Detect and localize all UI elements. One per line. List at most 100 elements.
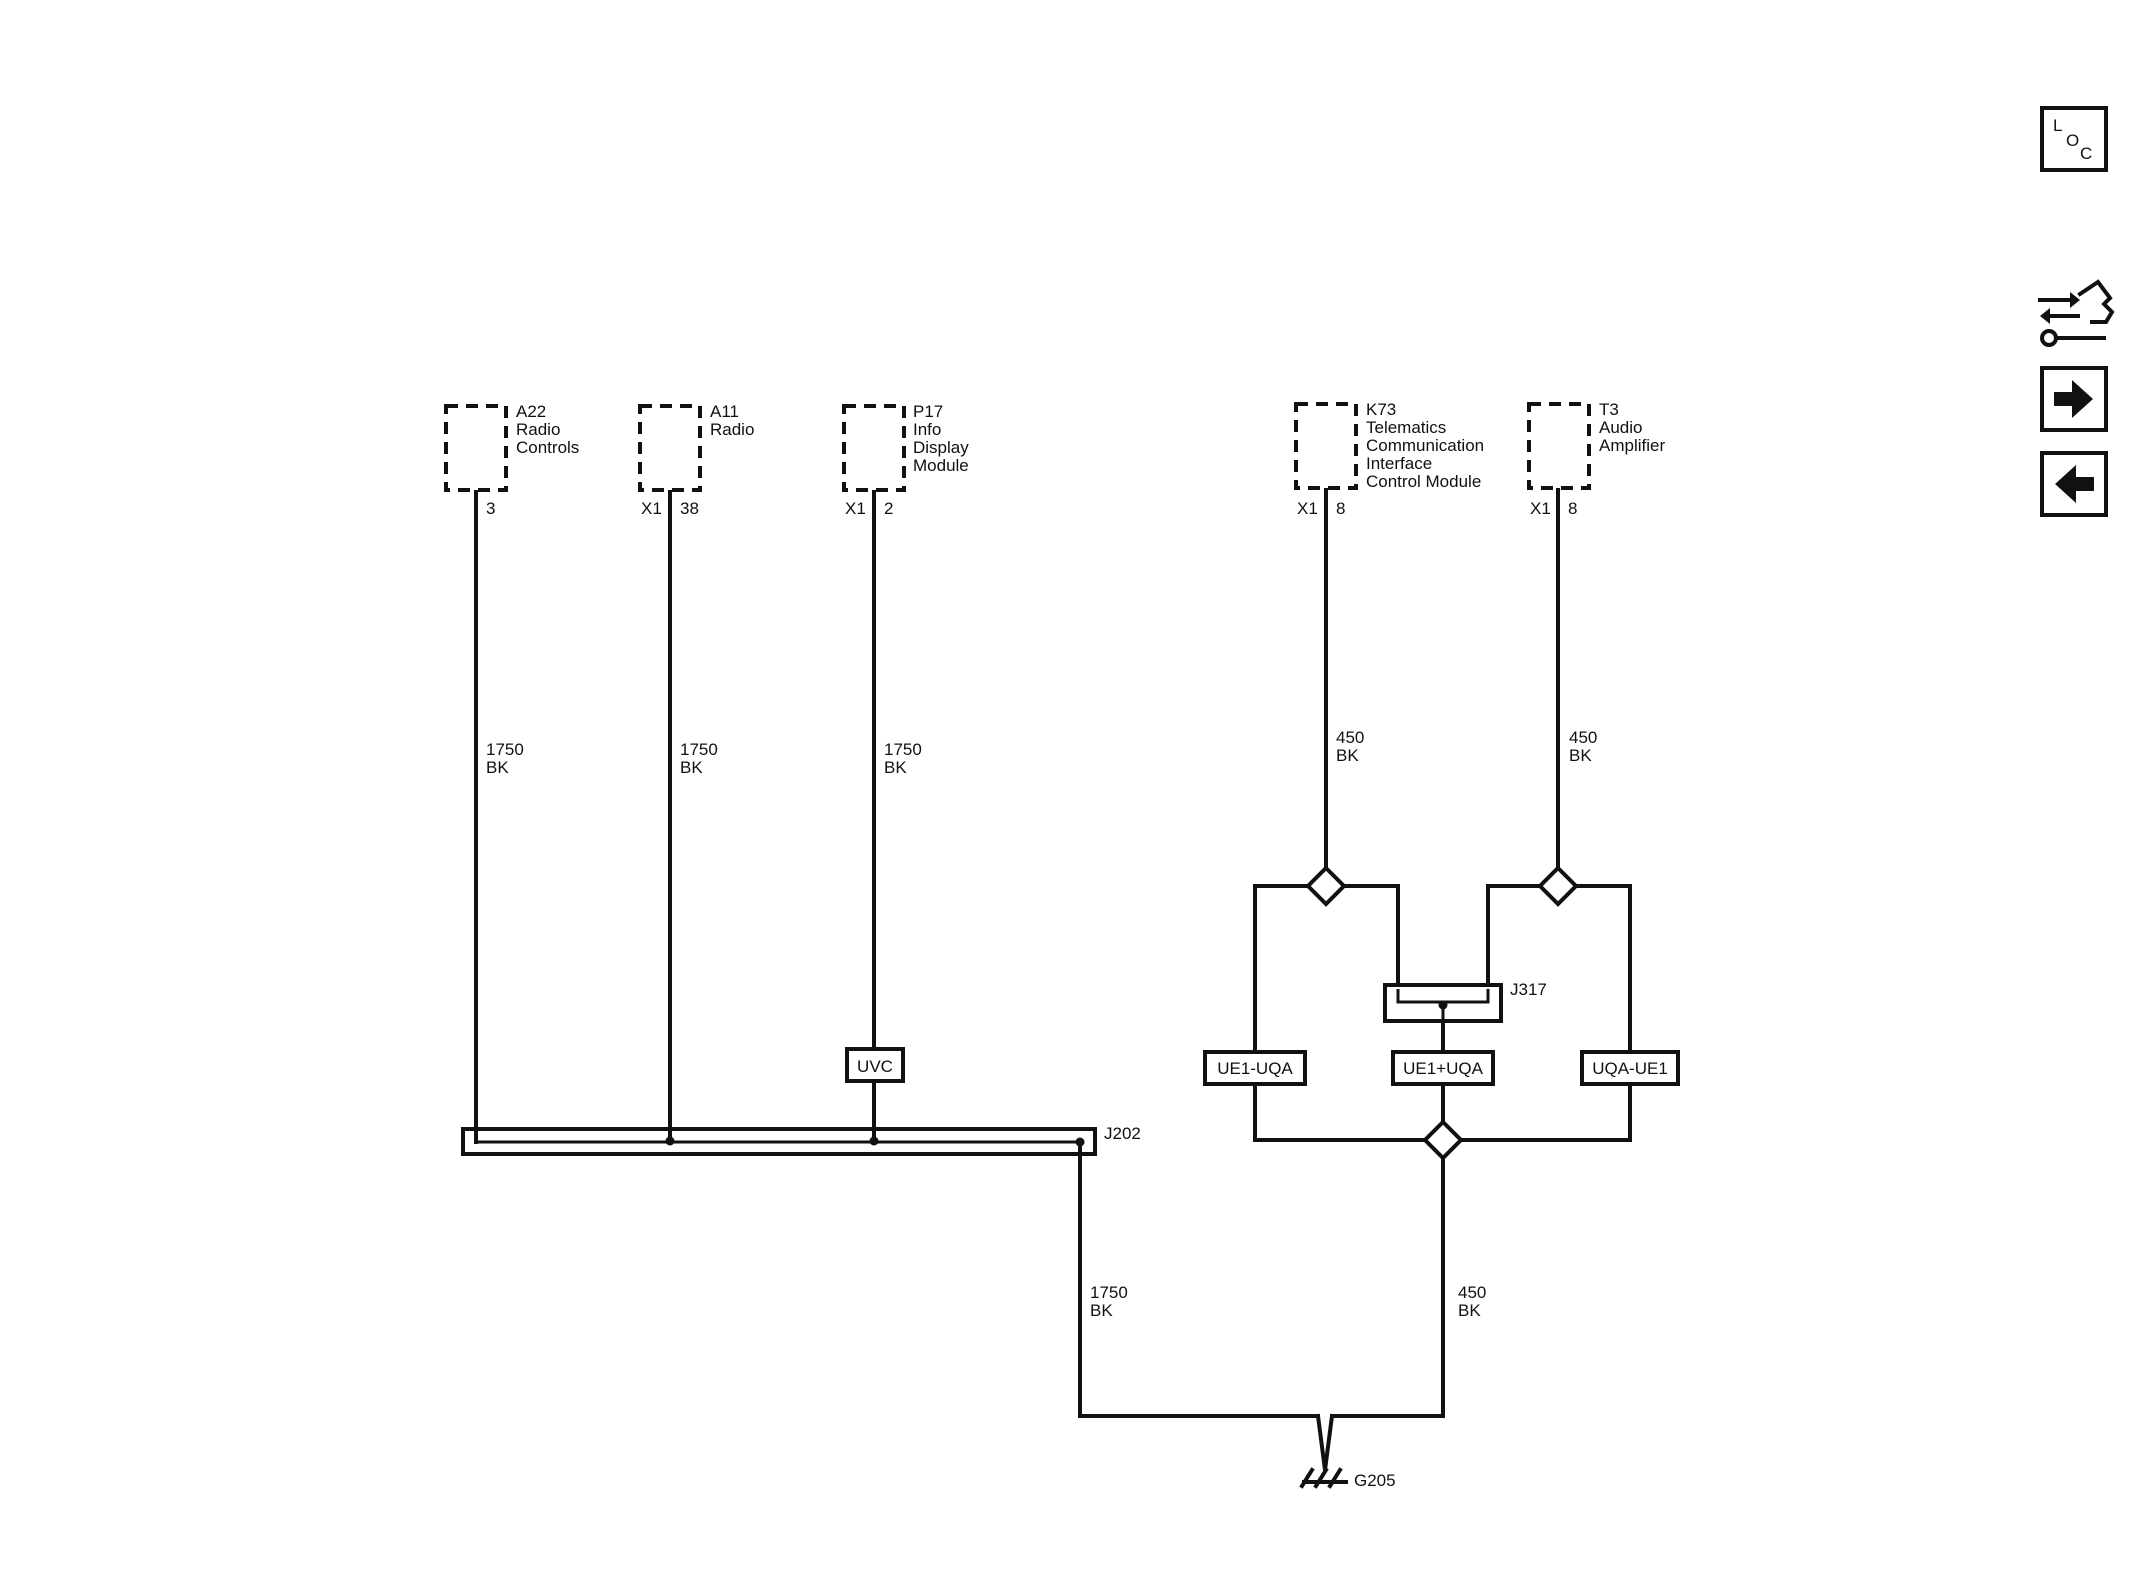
ground-g205-funnel [1315,1413,1335,1471]
splice-j202-node-a11 [665,1136,675,1146]
splice-k73-diamond [1305,865,1347,907]
ground-g205-label: G205 [1354,1471,1396,1490]
wire-p17[interactable]: 1750 BK [872,490,922,1142]
wire-k73-color: BK [1336,746,1359,765]
ground-g205-hatch-2 [1313,1467,1329,1489]
component-a22-name-1: Radio [516,420,560,439]
option-ue1-minus-uqa-label: UE1-UQA [1217,1059,1293,1078]
wire-t3-circuit: 450 [1569,728,1597,747]
splice-lower-diamond [1422,1119,1464,1161]
forward-arrow-icon [2054,380,2093,418]
ground-g205[interactable]: G205 [1299,1413,1396,1490]
wire-p17-circuit: 1750 [884,740,922,759]
component-p17-box [842,404,906,492]
wire-t3[interactable]: 450 BK [1556,488,1597,870]
connector-wrench-icon[interactable] [2038,279,2115,347]
option-wiring [1253,1019,1632,1161]
branch-k73-right [1342,884,1400,994]
splice-j317-label: J317 [1510,980,1547,999]
component-a22-ref: A22 [516,402,546,421]
branch-t3-left [1486,884,1542,994]
wire-t3-color: BK [1569,746,1592,765]
component-a11[interactable]: A11 Radio X1 38 [638,402,754,518]
component-a11-ref: A11 [710,402,739,421]
component-t3[interactable]: T3 Audio Amplifier X1 8 [1527,400,1665,518]
option-ue1-plus-uqa-label: UE1+UQA [1403,1059,1483,1078]
component-k73-name-2: Communication [1366,436,1484,455]
splice-j202[interactable]: J202 [461,1124,1141,1156]
component-a22-name-2: Controls [516,438,579,457]
component-p17-name-2: Display [913,438,969,457]
branch-t3-right [1574,884,1632,1070]
splice-j202-outer [461,1127,1097,1156]
component-k73-connector: X1 [1297,499,1318,518]
back-arrow-icon [2055,465,2094,503]
splice-j202-label: J202 [1104,1124,1141,1143]
component-a11-connector: X1 [641,499,662,518]
component-a11-name-1: Radio [710,420,754,439]
component-k73-ref: K73 [1366,400,1396,419]
connector-wrench-jaw [2040,329,2058,347]
option-uqa-minus-ue1[interactable]: UQA-UE1 [1580,1050,1680,1086]
splice-t3-branch [1486,865,1632,1070]
connector-wrench-arrowhead-top [2070,292,2080,308]
component-a11-pin: 38 [680,499,699,518]
component-t3-box [1527,402,1591,490]
forward-button[interactable] [2040,366,2108,432]
connector-wrench-plug [2077,279,2115,324]
component-t3-ref: T3 [1599,400,1619,419]
loc-button-frame [2040,106,2108,172]
wire-j202-ground-line [1078,1140,1320,1418]
component-k73-box [1294,402,1358,490]
wire-a11[interactable]: 1750 BK [668,490,718,1142]
wire-k73[interactable]: 450 BK [1324,488,1364,870]
splice-j317[interactable]: J317 [1383,980,1547,1023]
wire-a22[interactable]: 1750 BK [474,490,524,1144]
splice-k73-branch [1253,865,1400,1070]
splice-t3-diamond [1537,865,1579,907]
component-k73-name-4: Control Module [1366,472,1481,491]
wire-p17-color: BK [884,758,907,777]
component-a11-box [638,404,702,492]
loc-button-o: O [2066,131,2079,150]
wire-uqa-ue1-down [1459,1082,1632,1142]
component-p17[interactable]: P17 Info Display Module X1 2 [842,402,969,518]
component-k73-pin: 8 [1336,499,1345,518]
option-uvc[interactable]: UVC [845,1047,905,1083]
wire-k73-circuit: 450 [1336,728,1364,747]
option-ue1-plus-uqa-box [1391,1050,1495,1086]
option-ue1-minus-uqa[interactable]: UE1-UQA [1203,1050,1307,1086]
wire-splice-ground[interactable]: 450 BK [1330,1156,1486,1418]
option-uqa-minus-ue1-label: UQA-UE1 [1592,1059,1668,1078]
splice-j202-bus [474,1134,1080,1144]
option-ue1-plus-uqa[interactable]: UE1+UQA [1391,1050,1495,1086]
splice-j202-node-p17 [869,1136,879,1146]
option-uqa-minus-ue1-box [1580,1050,1680,1086]
wire-ue1-uqa-down [1253,1082,1427,1142]
loc-button[interactable]: L O C [2040,106,2108,172]
component-k73[interactable]: K73 Telematics Communication Interface C… [1294,400,1484,518]
loc-button-l: L [2053,116,2062,135]
ground-g205-hatch-1 [1299,1467,1315,1489]
ground-g205-hatch-3 [1327,1467,1343,1489]
back-button[interactable] [2040,451,2108,517]
wire-splice-ground-circuit: 450 [1458,1283,1486,1302]
wire-a22-color: BK [486,758,509,777]
loc-button-c: C [2080,144,2092,163]
component-p17-pin: 2 [884,499,893,518]
wire-splice-ground-color: BK [1458,1301,1481,1320]
component-a22[interactable]: A22 Radio Controls 3 [444,402,579,518]
wire-splice-ground-line [1330,1156,1445,1418]
component-p17-ref: P17 [913,402,943,421]
component-t3-name-1: Audio [1599,418,1642,437]
component-k73-name-1: Telematics [1366,418,1446,437]
wire-j202-ground[interactable]: 1750 BK [1078,1140,1320,1418]
wire-a22-circuit: 1750 [486,740,524,759]
component-p17-name-1: Info [913,420,941,439]
branch-k73-left [1253,884,1310,1070]
component-t3-connector: X1 [1530,499,1551,518]
component-k73-name-3: Interface [1366,454,1432,473]
component-p17-name-3: Module [913,456,969,475]
wire-a11-circuit: 1750 [680,740,718,759]
